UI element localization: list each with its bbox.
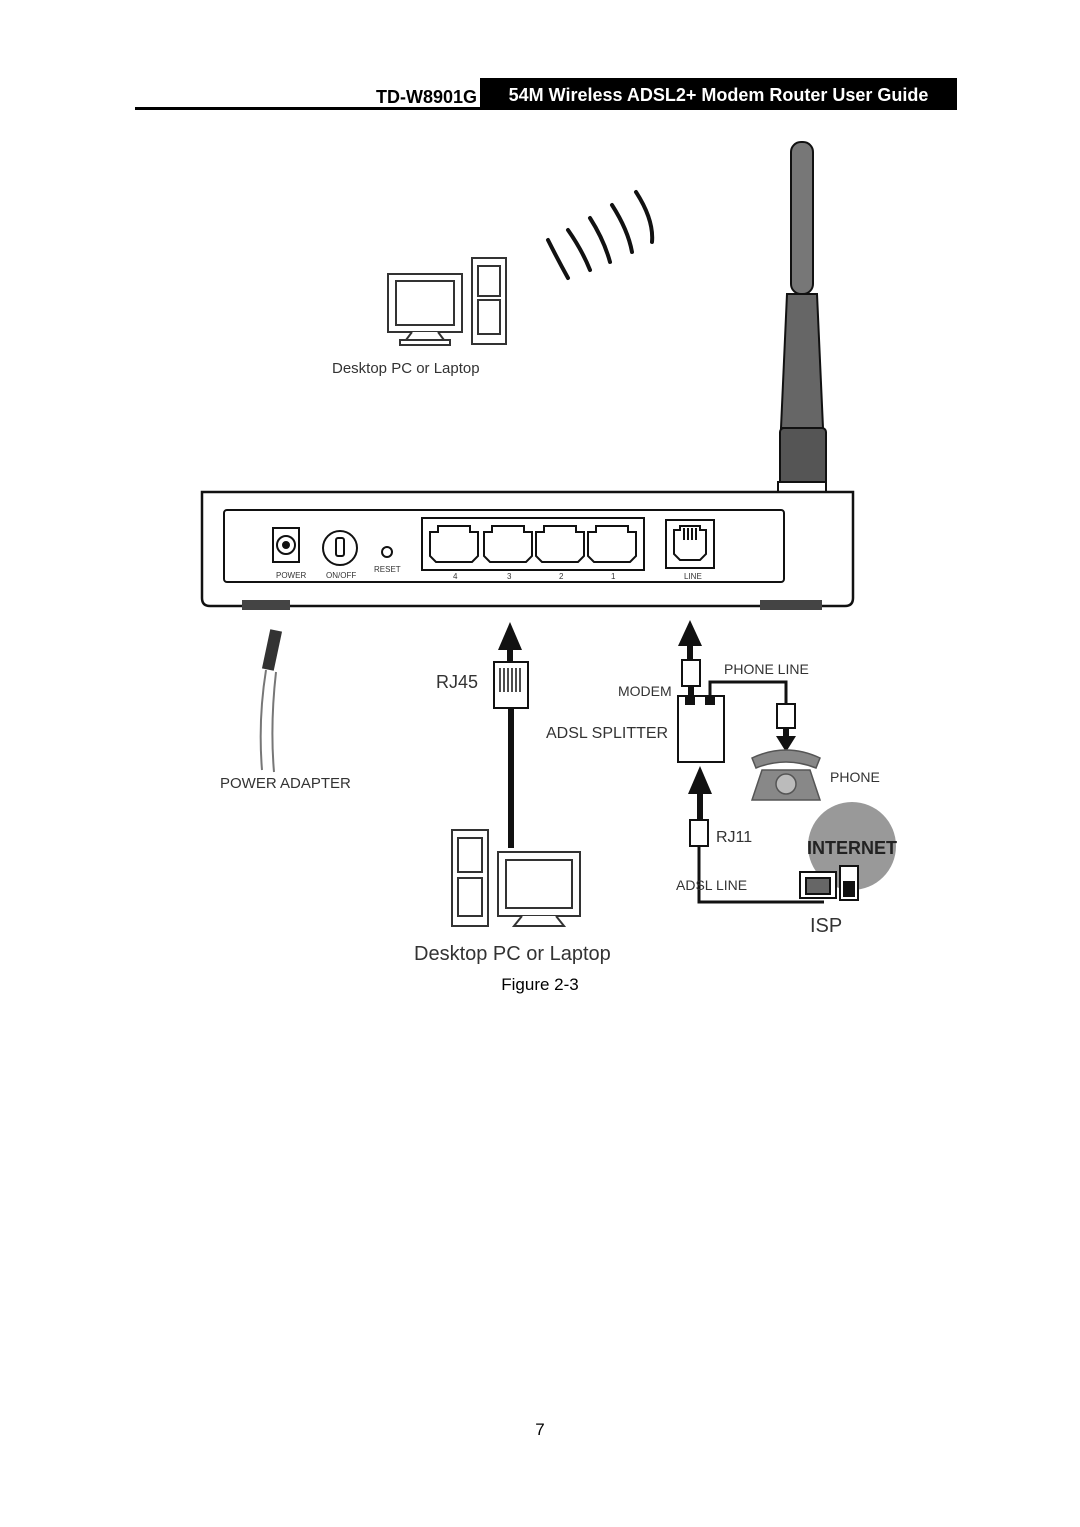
lan-ports-icon bbox=[421, 517, 645, 571]
wireless-waves-icon bbox=[546, 190, 655, 280]
phone-line-wire-icon bbox=[708, 680, 788, 704]
rj45-label: RJ45 bbox=[436, 672, 478, 692]
header-model: TD-W8901G bbox=[375, 87, 477, 107]
power-adapter-label: POWER ADAPTER bbox=[220, 775, 351, 792]
adsl-splitter-icon bbox=[677, 695, 725, 763]
port-label-lan2: 2 bbox=[559, 572, 564, 581]
phone-connector-icon bbox=[776, 703, 796, 752]
header-rule bbox=[135, 107, 957, 110]
port-label-line: LINE bbox=[684, 572, 702, 581]
reset-button-icon bbox=[381, 546, 393, 558]
adsl-splitter-label: ADSL SPLITTER bbox=[546, 725, 668, 742]
port-label-lan3: 3 bbox=[507, 572, 512, 581]
connection-diagram: Desktop PC or Laptop bbox=[180, 130, 900, 972]
port-label-power: POWER bbox=[276, 571, 306, 580]
power-adapter-cable-icon bbox=[259, 629, 283, 773]
wireless-pc-icon bbox=[387, 257, 507, 346]
telephone-icon bbox=[750, 749, 822, 801]
adsl-line-cable-icon bbox=[688, 766, 824, 904]
line-port-icon bbox=[665, 519, 715, 569]
port-label-lan4: 4 bbox=[453, 572, 458, 581]
rj45-cable-icon bbox=[493, 622, 529, 848]
diagram-svg: Desktop PC or Laptop bbox=[200, 141, 897, 965]
isp-computer-icon bbox=[799, 865, 859, 901]
modem-label: MODEM bbox=[618, 683, 672, 699]
figure-caption: Figure 2-3 bbox=[501, 975, 579, 994]
internet-cloud-icon: INTERNET bbox=[807, 802, 897, 890]
isp-label: ISP bbox=[810, 915, 842, 937]
adsl-line-label: ADSL LINE bbox=[676, 877, 747, 893]
port-label-reset: RESET bbox=[374, 565, 401, 574]
port-label-lan1: 1 bbox=[611, 572, 616, 581]
power-port-icon bbox=[272, 527, 300, 563]
wired-pc-icon bbox=[451, 829, 581, 927]
onoff-switch-icon bbox=[322, 530, 358, 566]
header-title: 54M Wireless ADSL2+ Modem Router User Gu… bbox=[480, 78, 957, 110]
wired-pc-label: Desktop PC or Laptop bbox=[414, 943, 611, 965]
phone-line-label: PHONE LINE bbox=[724, 661, 809, 677]
page-header: TD-W8901G 54M Wireless ADSL2+ Modem Rout… bbox=[135, 78, 957, 110]
page-number: 7 bbox=[535, 1420, 545, 1439]
wireless-pc-label: Desktop PC or Laptop bbox=[332, 360, 480, 377]
phone-label: PHONE bbox=[830, 769, 880, 785]
internet-label: INTERNET bbox=[807, 838, 897, 858]
rj11-label: RJ11 bbox=[716, 829, 752, 846]
line-cable-icon bbox=[678, 620, 702, 702]
port-label-onoff: ON/OFF bbox=[326, 571, 356, 580]
